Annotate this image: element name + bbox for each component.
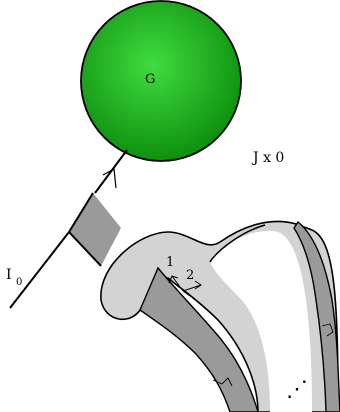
surface-inner-void	[210, 230, 312, 412]
ellipsis-mark: ⋰	[286, 377, 308, 402]
left-label-main: I	[6, 267, 12, 283]
arrow-1-head	[168, 275, 179, 284]
arrow-1	[171, 275, 184, 292]
arrow-2-head	[194, 280, 202, 290]
arrow-group	[168, 275, 202, 297]
band-edge-left	[68, 192, 94, 233]
band-edge-bottom	[68, 231, 102, 267]
connecting-line	[94, 149, 128, 194]
left-label: I 0	[6, 267, 22, 288]
right-strip	[293, 220, 340, 412]
incoming-line	[9, 231, 70, 309]
sphere	[80, 0, 242, 162]
top-right-label: J x 0	[251, 150, 284, 166]
strip-mark-lower	[212, 377, 233, 387]
arrow-3	[182, 290, 191, 297]
gray-band	[69, 193, 121, 266]
sphere-label: G	[145, 72, 155, 87]
strip-mark-right	[321, 323, 334, 337]
arrow-1-label: 1	[166, 255, 174, 270]
left-label-subscript: 0	[16, 277, 22, 288]
surface-inner-edge	[209, 224, 266, 263]
arrow-2-label: 2	[186, 268, 194, 283]
arrow-2	[182, 284, 202, 292]
arrow-head	[102, 168, 117, 189]
